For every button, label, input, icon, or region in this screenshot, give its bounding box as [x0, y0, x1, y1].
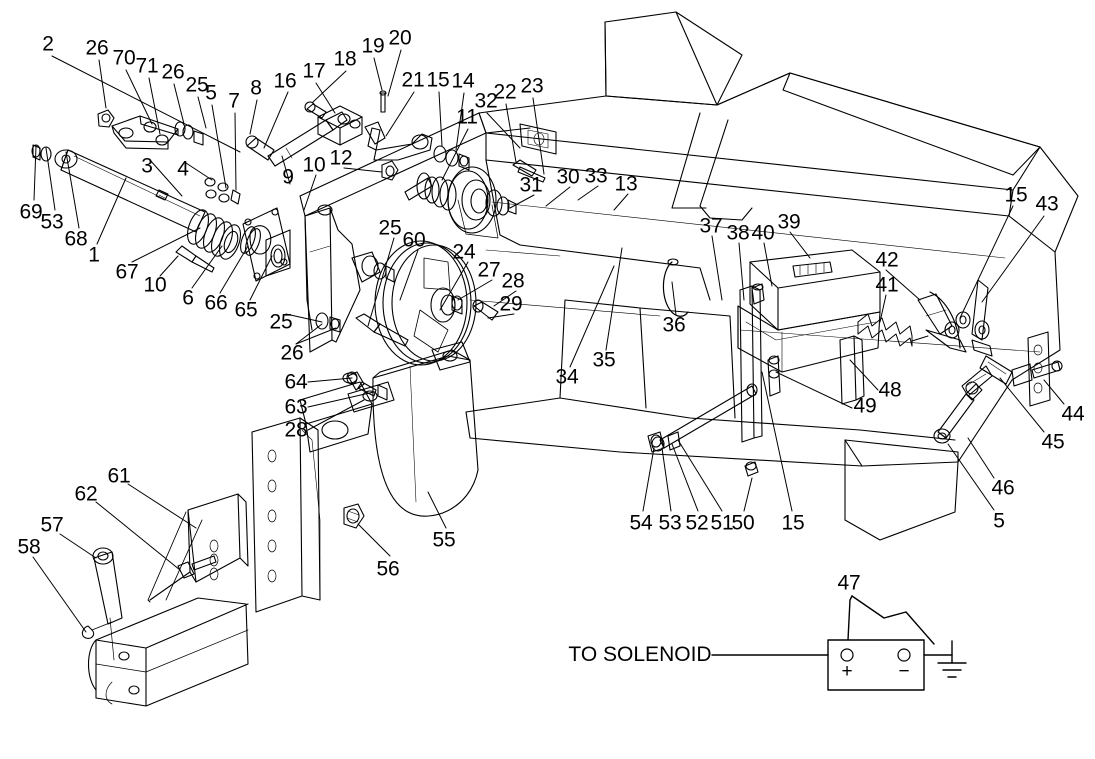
callout-38: 38 [726, 221, 750, 245]
top-linkage [304, 90, 470, 171]
callout-25: 25 [269, 310, 293, 334]
callout-69: 69 [19, 200, 43, 224]
callout-51: 51 [710, 511, 734, 535]
callout-26: 26 [161, 60, 185, 84]
callout-31: 31 [519, 173, 543, 197]
callout-20: 20 [388, 26, 412, 50]
callout-15: 15 [781, 511, 805, 535]
callout-29: 29 [499, 292, 523, 316]
callout-62: 62 [74, 482, 98, 506]
callout-8: 8 [250, 76, 262, 100]
callout-67: 67 [115, 260, 139, 284]
callout-44: 44 [1061, 402, 1085, 426]
callout-23: 23 [520, 74, 544, 98]
callout-37: 37 [699, 214, 723, 238]
callout-53: 53 [658, 511, 682, 535]
callout-27: 27 [477, 258, 501, 282]
callout-39: 39 [777, 210, 801, 234]
callout-6: 6 [182, 286, 194, 310]
upper-left-bracket [97, 109, 204, 150]
right-linkage-assembly [929, 279, 1063, 444]
callout-22: 22 [493, 80, 517, 104]
callout-34: 34 [555, 365, 579, 389]
callout-5: 5 [205, 81, 217, 105]
callout-30: 30 [556, 165, 580, 189]
callout-5: 5 [993, 509, 1005, 533]
callout-46: 46 [991, 476, 1015, 500]
callout-15: 15 [426, 68, 450, 92]
callout-7: 7 [228, 89, 240, 113]
callout-16: 16 [273, 69, 297, 93]
callout-60: 60 [402, 228, 426, 252]
callout-42: 42 [875, 248, 899, 272]
callout-3: 3 [141, 154, 153, 178]
battery-positive-terminal: + [841, 661, 853, 682]
callout-26: 26 [85, 36, 109, 60]
callout-25: 25 [185, 73, 209, 97]
callout-10: 10 [302, 153, 326, 177]
callout-61: 61 [107, 464, 131, 488]
callout-35: 35 [592, 348, 616, 372]
callout-28: 28 [501, 269, 525, 293]
callout-56: 56 [376, 557, 400, 581]
callout-21: 21 [401, 68, 425, 92]
callout-11: 11 [456, 105, 478, 129]
callout-33: 33 [584, 164, 608, 188]
pto-shaft-assembly [31, 144, 291, 282]
callout-65: 65 [234, 298, 258, 322]
callout-13: 13 [614, 172, 638, 196]
chassis-frame [299, 11, 1079, 541]
belt-guard-shield [347, 341, 479, 517]
callout-53: 53 [40, 210, 64, 234]
callout-12: 12 [329, 146, 353, 170]
callout-9: 9 [282, 165, 294, 189]
callout-24: 24 [452, 240, 476, 264]
callout-71: 71 [135, 54, 159, 78]
callout-58: 58 [17, 535, 41, 559]
callout-55: 55 [432, 528, 456, 552]
callout-52: 52 [685, 511, 709, 535]
callout-48: 48 [878, 378, 902, 402]
to-solenoid-label: TO SOLENOID [568, 643, 712, 666]
callout-19: 19 [361, 34, 385, 58]
callout-17: 17 [302, 59, 326, 83]
shaft-boot [186, 209, 242, 260]
callout-28: 28 [284, 418, 308, 442]
callout-41: 41 [875, 273, 899, 297]
battery-negative-terminal: − [898, 661, 910, 682]
callout-54: 54 [629, 511, 653, 535]
callout-43: 43 [1035, 192, 1059, 216]
callout-32: 32 [474, 89, 498, 113]
callout-25: 25 [378, 216, 402, 240]
callout-4: 4 [177, 157, 189, 181]
callout-57: 57 [40, 513, 64, 537]
callout-40: 40 [751, 221, 775, 245]
clutch-pulley-assembly [381, 123, 557, 239]
callout-49: 49 [853, 394, 877, 418]
callout-2: 2 [42, 32, 54, 56]
callout-1: 1 [88, 243, 100, 267]
callout-66: 66 [204, 291, 228, 315]
callout-50: 50 [731, 511, 755, 535]
callout-14: 14 [451, 69, 475, 93]
left-support-brackets [251, 204, 373, 613]
callout-15: 15 [1004, 183, 1028, 207]
callout-68: 68 [64, 227, 88, 251]
callout-18: 18 [333, 47, 357, 71]
callout-70: 70 [112, 46, 136, 70]
callout-64: 64 [284, 370, 308, 394]
hydraulic-rod [245, 111, 348, 167]
tension-spring [857, 313, 929, 347]
leader-lines [32, 49, 1065, 633]
callout-47: 47 [837, 571, 861, 595]
hitch-assembly [81, 493, 249, 707]
callout-63: 63 [284, 395, 308, 419]
battery-box-assembly [647, 249, 967, 477]
callout-45: 45 [1041, 430, 1065, 454]
callout-10: 10 [143, 273, 167, 297]
battery-schematic [711, 595, 967, 691]
callout-36: 36 [662, 313, 686, 337]
callout-26: 26 [280, 341, 304, 365]
